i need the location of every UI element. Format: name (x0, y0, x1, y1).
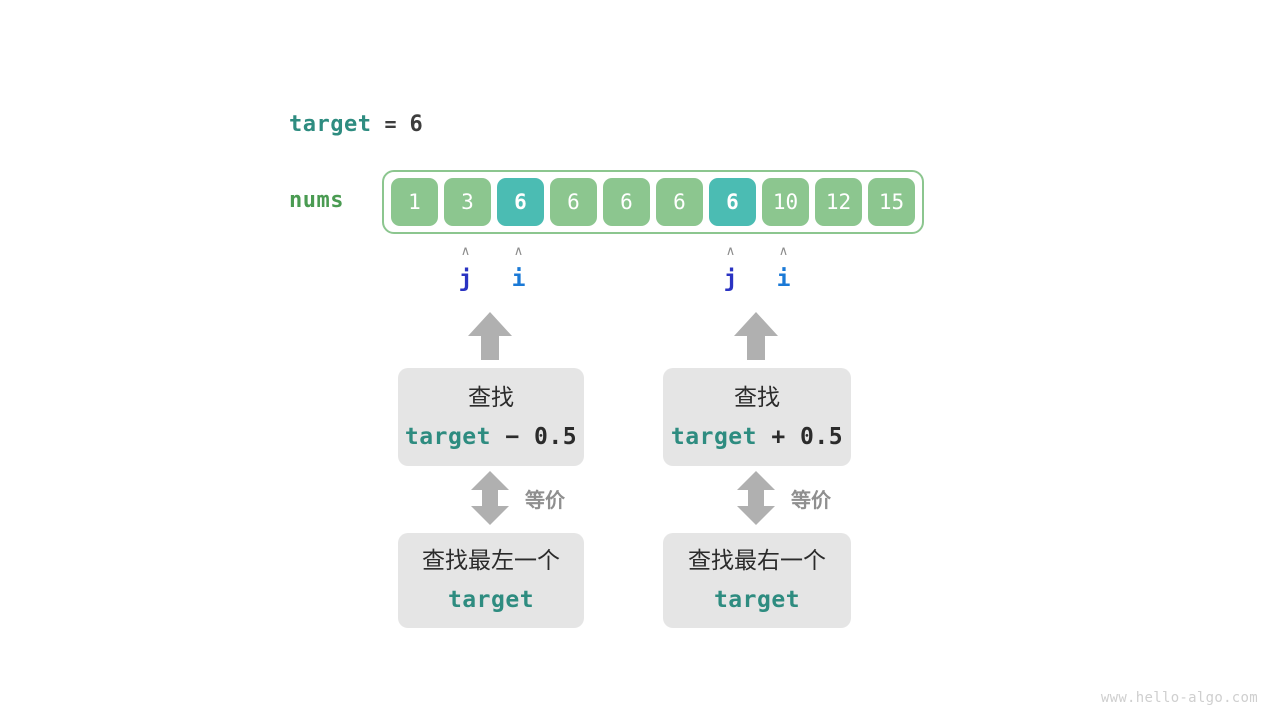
up-arrow-left (468, 312, 512, 360)
equivalence-label: 等价 (791, 487, 831, 512)
target-declaration: target = 6 (289, 112, 423, 137)
array-cell-3: 6 (550, 178, 597, 226)
up-arrow-right (734, 312, 778, 360)
equals-sign: = (384, 112, 397, 136)
pointer-label: i (511, 266, 526, 292)
box-search-rightmost-target: 查找最右一个 target (663, 533, 851, 628)
expr-target-token: target (713, 587, 801, 613)
array-cell-6: 6 (709, 178, 756, 226)
arrow-head-down-icon (737, 506, 775, 525)
array-cell-0: 1 (391, 178, 438, 226)
pointer-label: i (776, 266, 791, 292)
expr-target-token: target (670, 423, 757, 450)
arrow-shaft (747, 334, 765, 360)
equivalence-connector-left: 等价 (471, 471, 565, 525)
expr-target-token: target (404, 423, 491, 450)
expr-target-token: target (447, 587, 535, 613)
array-label: nums (289, 188, 344, 213)
box-search-target-minus-half: 查找 target − 0.5 (398, 368, 584, 466)
target-variable-name: target (289, 112, 372, 137)
double-headed-arrow-icon (737, 471, 775, 525)
target-value: 6 (409, 112, 423, 137)
array-cell-7: 10 (762, 178, 809, 226)
pointer-j-left: ∧j (451, 244, 481, 293)
box-search-target-plus-half: 查找 target + 0.5 (663, 368, 851, 466)
array-cell-8: 12 (815, 178, 862, 226)
pointer-i-right: ∧i (769, 244, 799, 293)
box-expression: target − 0.5 (405, 422, 577, 452)
arrow-shaft (481, 334, 499, 360)
box-expression: target (714, 585, 800, 615)
box-expression: target (448, 585, 534, 615)
array-cell-2: 6 (497, 178, 544, 226)
equivalence-connector-right: 等价 (737, 471, 831, 525)
pointer-label: j (458, 266, 473, 292)
equivalence-label: 等价 (525, 487, 565, 512)
box-search-leftmost-target: 查找最左一个 target (398, 533, 584, 628)
pointer-j-right: ∧j (716, 244, 746, 293)
box-line-1: 查找 (468, 384, 514, 411)
pointer-label: j (723, 266, 738, 292)
caret-icon: ∧ (513, 244, 524, 259)
arrow-head-down-icon (471, 506, 509, 525)
arrow-head-up-icon (737, 471, 775, 490)
arrow-head-icon (734, 312, 778, 336)
arrow-shaft (748, 488, 764, 508)
pointer-i-left: ∧i (504, 244, 534, 293)
double-headed-arrow-icon (471, 471, 509, 525)
caret-icon: ∧ (725, 244, 736, 259)
array-cell-5: 6 (656, 178, 703, 226)
watermark: www.hello-algo.com (1100, 690, 1258, 706)
arrow-head-icon (468, 312, 512, 336)
expr-operator-token: − 0.5 (491, 423, 578, 450)
box-line-1: 查找最右一个 (688, 548, 826, 574)
caret-icon: ∧ (778, 244, 789, 259)
array-cell-4: 6 (603, 178, 650, 226)
array-cell-9: 15 (868, 178, 915, 226)
box-expression: target + 0.5 (671, 422, 843, 452)
expr-operator-token: + 0.5 (757, 423, 844, 450)
arrow-shaft (482, 488, 498, 508)
box-line-1: 查找 (734, 384, 780, 411)
arrow-head-up-icon (471, 471, 509, 490)
array-cell-1: 3 (444, 178, 491, 226)
caret-icon: ∧ (460, 244, 471, 259)
box-line-1: 查找最左一个 (422, 548, 560, 574)
